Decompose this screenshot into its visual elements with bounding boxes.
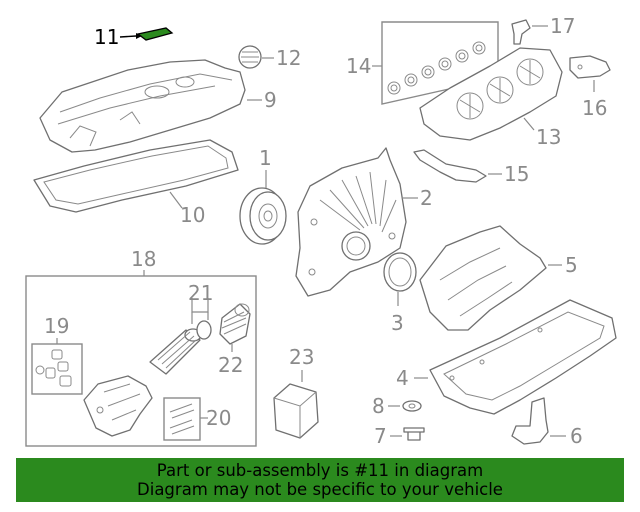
callout-2[interactable]: 2 bbox=[420, 186, 433, 210]
callout-15[interactable]: 15 bbox=[504, 162, 529, 186]
callout-11[interactable]: 11 bbox=[94, 25, 119, 49]
callout-8[interactable]: 8 bbox=[372, 394, 385, 418]
callout-5[interactable]: 5 bbox=[565, 253, 578, 277]
callout-6[interactable]: 6 bbox=[570, 424, 583, 448]
filter-housing bbox=[83, 375, 153, 437]
part-15-bracket bbox=[413, 149, 487, 183]
callout-22[interactable]: 22 bbox=[218, 353, 243, 377]
part-13-intake-manifold bbox=[419, 47, 563, 141]
part-2-timing-cover bbox=[295, 147, 407, 297]
callout-18[interactable]: 18 bbox=[131, 247, 156, 271]
part-4-oil-pan bbox=[429, 299, 617, 415]
callout-4[interactable]: 4 bbox=[396, 366, 409, 390]
part-12-oil-cap bbox=[238, 45, 262, 69]
info-banner: Part or sub-assembly is #11 in diagram D… bbox=[16, 458, 624, 502]
part-1-pulley bbox=[239, 187, 287, 245]
part-10-valve-cover-gasket bbox=[33, 139, 239, 213]
part-16-bracket bbox=[569, 55, 611, 79]
part-8-washer bbox=[402, 400, 422, 412]
part-21-filter bbox=[149, 320, 212, 375]
part-20-seals bbox=[163, 397, 201, 441]
callout-10[interactable]: 10 bbox=[180, 203, 205, 227]
part-23-element bbox=[273, 383, 319, 439]
callout-23[interactable]: 23 bbox=[289, 345, 314, 369]
callout-19[interactable]: 19 bbox=[44, 314, 69, 338]
part-5-windage-tray bbox=[419, 225, 547, 331]
part-3-seal bbox=[383, 252, 417, 292]
part-6-tube bbox=[511, 397, 549, 445]
callout-9[interactable]: 9 bbox=[264, 88, 277, 112]
part-7-drain-plug bbox=[403, 427, 425, 441]
callout-3[interactable]: 3 bbox=[391, 311, 404, 335]
callout-1[interactable]: 1 bbox=[259, 146, 272, 170]
part-18-assembly-box bbox=[25, 275, 257, 447]
callout-13[interactable]: 13 bbox=[536, 125, 561, 149]
callout-21[interactable]: 21 bbox=[188, 281, 213, 305]
callout-16[interactable]: 16 bbox=[582, 96, 607, 120]
leader-11 bbox=[119, 35, 137, 38]
banner-line-2: Diagram may not be specific to your vehi… bbox=[137, 480, 503, 499]
banner-line-1: Part or sub-assembly is #11 in diagram bbox=[156, 461, 484, 480]
callout-7[interactable]: 7 bbox=[374, 424, 387, 448]
part-22-filter-cap bbox=[219, 303, 251, 345]
part-9-valve-cover bbox=[39, 59, 246, 153]
arrowhead-11 bbox=[136, 33, 142, 39]
callout-14[interactable]: 14 bbox=[346, 54, 371, 78]
part-11-highlighted[interactable] bbox=[136, 27, 174, 41]
part-17-sensor bbox=[511, 19, 531, 45]
callout-12[interactable]: 12 bbox=[276, 46, 301, 70]
part-19-gasket-kit bbox=[31, 343, 83, 395]
callout-20[interactable]: 20 bbox=[206, 406, 231, 430]
callout-17[interactable]: 17 bbox=[550, 14, 575, 38]
